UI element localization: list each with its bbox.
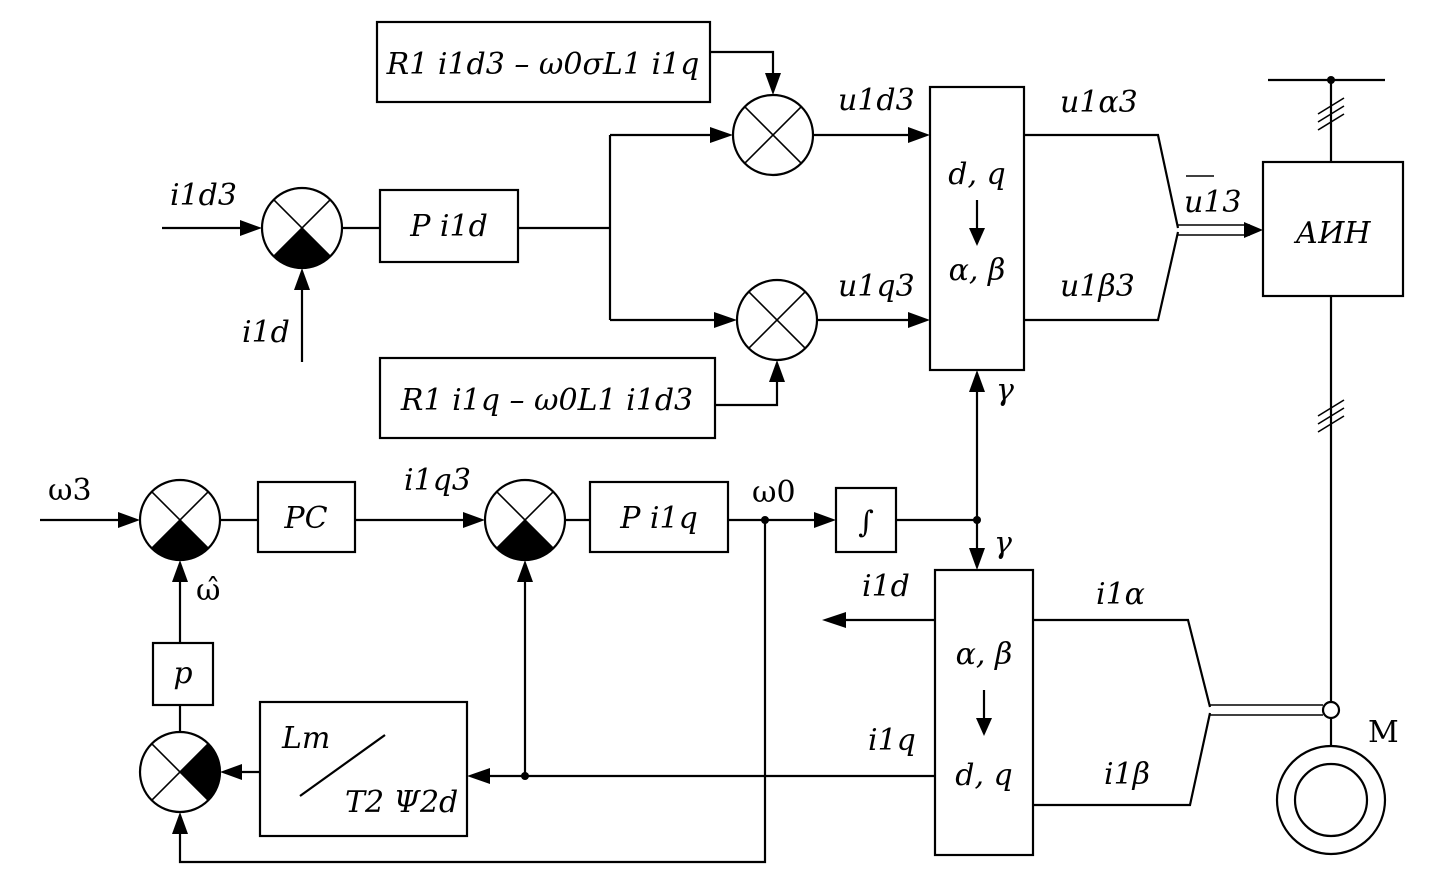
summer-iq xyxy=(483,478,567,562)
inverter-label: АИН xyxy=(1293,216,1371,251)
label-i1d-output: i1d xyxy=(862,569,910,604)
summer-uq xyxy=(735,278,819,362)
p-block: p xyxy=(151,641,215,707)
flux-estimator-block: Lm T2 Ψ2d xyxy=(258,700,469,838)
estimator-denominator: T2 Ψ2d xyxy=(345,785,458,820)
label-u1q3: u1q3 xyxy=(838,269,915,304)
summer-speed xyxy=(138,478,222,562)
label-gamma-top: γ xyxy=(996,373,1014,408)
estimator-numerator: Lm xyxy=(281,721,330,756)
inverter-block: АИН xyxy=(1261,160,1405,298)
p-block-label: p xyxy=(173,656,192,691)
dq-ab-bot-label: α, β xyxy=(949,253,1006,288)
ab-dq-bot-label: d, q xyxy=(955,758,1012,793)
label-i1b: i1β xyxy=(1104,757,1150,792)
dq-to-alphabeta-block: d, q α, β xyxy=(928,85,1026,372)
motor: M xyxy=(1275,715,1399,856)
label-gamma-bottom: γ xyxy=(994,526,1012,561)
label-omega3: ω3 xyxy=(48,473,92,508)
label-i1d-feedback: i1d xyxy=(242,315,290,350)
signal-lines xyxy=(40,50,1385,864)
motor-label: M xyxy=(1368,715,1399,750)
speed-reg-label: PC xyxy=(283,501,327,536)
signal-labels: i1d3 i1d u1d3 u1q3 u1α3 u1β3 u13 γ γ ω3 … xyxy=(48,83,1242,792)
feedforward-q-block: R1 i1q – ω0L1 i1d3 xyxy=(378,356,717,440)
summer-estimator xyxy=(138,730,222,814)
current-regulator-d: P i1d xyxy=(378,188,520,264)
integrator-block: ∫ xyxy=(834,486,898,554)
speed-regulator: PC xyxy=(256,480,357,554)
feedforward-q-label: R1 i1q – ω0L1 i1d3 xyxy=(400,383,693,418)
label-omega0: ω0 xyxy=(752,475,796,510)
summer-id xyxy=(260,186,344,270)
feedforward-d-block: R1 i1d3 – ω0σL1 i1q xyxy=(375,20,712,104)
dq-ab-top-label: d, q xyxy=(948,157,1005,192)
reg-iq-label: P i1q xyxy=(619,501,698,536)
reg-id-label: P i1d xyxy=(409,209,488,244)
label-i1q3: i1q3 xyxy=(404,463,471,498)
label-i1d3: i1d3 xyxy=(170,178,237,213)
ab-dq-top-label: α, β xyxy=(956,637,1013,672)
label-u1b3: u1β3 xyxy=(1060,269,1135,304)
current-regulator-q: P i1q xyxy=(588,480,730,554)
label-u13: u13 xyxy=(1184,185,1242,220)
label-i1q-output: i1q xyxy=(868,723,916,758)
feedforward-d-label: R1 i1d3 – ω0σL1 i1q xyxy=(386,47,700,82)
label-u1d3: u1d3 xyxy=(838,83,915,118)
label-omega-hat: ω̂ xyxy=(196,573,220,608)
summer-ud xyxy=(731,93,815,177)
integrator-label: ∫ xyxy=(858,505,874,540)
label-i1a: i1α xyxy=(1096,577,1145,612)
label-u1a3: u1α3 xyxy=(1060,85,1138,120)
alphabeta-to-dq-block: α, β d, q xyxy=(933,568,1035,857)
